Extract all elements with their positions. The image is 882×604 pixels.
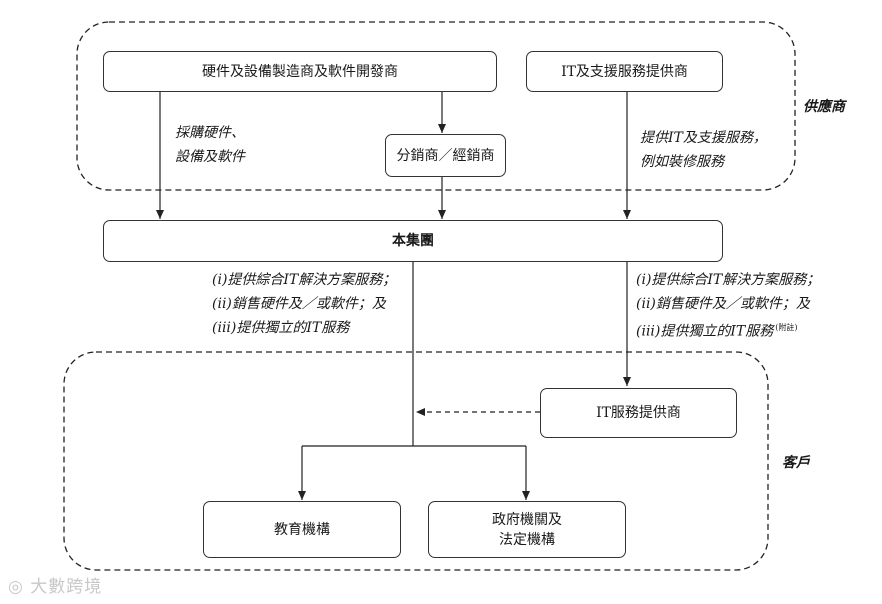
it-support-vendor-node: IT及支援服務提供商 xyxy=(526,51,723,92)
distributor-node: 分銷商／經銷商 xyxy=(385,134,506,177)
it-service-provider-label: IT服務提供商 xyxy=(596,405,681,421)
right-service-3: (iii)提供獨立的IT服務 xyxy=(636,323,774,340)
note-marker: (附註) xyxy=(775,323,798,332)
government-label-line1: 政府機關及 xyxy=(492,511,562,528)
supplier-group-label: 供應商 xyxy=(803,99,845,115)
government-label-line2: 法定機構 xyxy=(499,531,555,548)
watermark-text: 大數跨境 xyxy=(30,577,103,597)
group-label: 本集團 xyxy=(392,233,434,249)
customer-group-outline xyxy=(63,351,769,571)
right-service-3-row: (iii)提供獨立的IT服務(附註) xyxy=(636,316,820,344)
procure-label: 採購硬件、 設備及軟件 xyxy=(175,121,245,169)
watermark: ◎ 大數跨境 xyxy=(8,572,102,597)
right-services-label: (i)提供綜合IT解決方案服務； (ii)銷售硬件及／或軟件；及 (iii)提供… xyxy=(636,268,820,344)
education-label: 教育機構 xyxy=(274,521,330,538)
government-node: 政府機關及 法定機構 xyxy=(428,501,626,558)
left-service-2: (ii)銷售硬件及／或軟件；及 xyxy=(212,296,386,312)
support-label-line2: 例如裝修服務 xyxy=(640,154,724,170)
left-service-3: (iii)提供獨立的IT服務 xyxy=(212,320,350,336)
hardware-vendor-label: 硬件及設備製造商及軟件開發商 xyxy=(202,63,398,80)
right-service-2: (ii)銷售硬件及／或軟件；及 xyxy=(636,296,810,312)
procure-label-line2: 設備及軟件 xyxy=(175,149,245,165)
support-label: 提供IT及支援服務， 例如裝修服務 xyxy=(640,126,767,174)
customer-group-label: 客戶 xyxy=(782,455,810,471)
it-service-provider-node: IT服務提供商 xyxy=(540,388,737,438)
right-service-1: (i)提供綜合IT解決方案服務； xyxy=(636,272,821,288)
supplier-group-outline xyxy=(76,21,796,191)
left-services-label: (i)提供綜合IT解決方案服務； (ii)銷售硬件及／或軟件；及 (iii)提供… xyxy=(212,268,396,340)
group-node: 本集團 xyxy=(103,220,723,262)
distributor-label: 分銷商／經銷商 xyxy=(396,147,495,164)
procure-label-line1: 採購硬件、 xyxy=(175,125,245,141)
left-service-1: (i)提供綜合IT解決方案服務； xyxy=(212,272,397,288)
education-node: 教育機構 xyxy=(203,501,401,558)
support-label-line1: 提供IT及支援服務， xyxy=(640,130,767,146)
it-support-vendor-label: IT及支援服務提供商 xyxy=(561,63,688,80)
watermark-logo-icon: ◎ xyxy=(8,577,31,597)
hardware-vendor-node: 硬件及設備製造商及軟件開發商 xyxy=(103,51,497,92)
